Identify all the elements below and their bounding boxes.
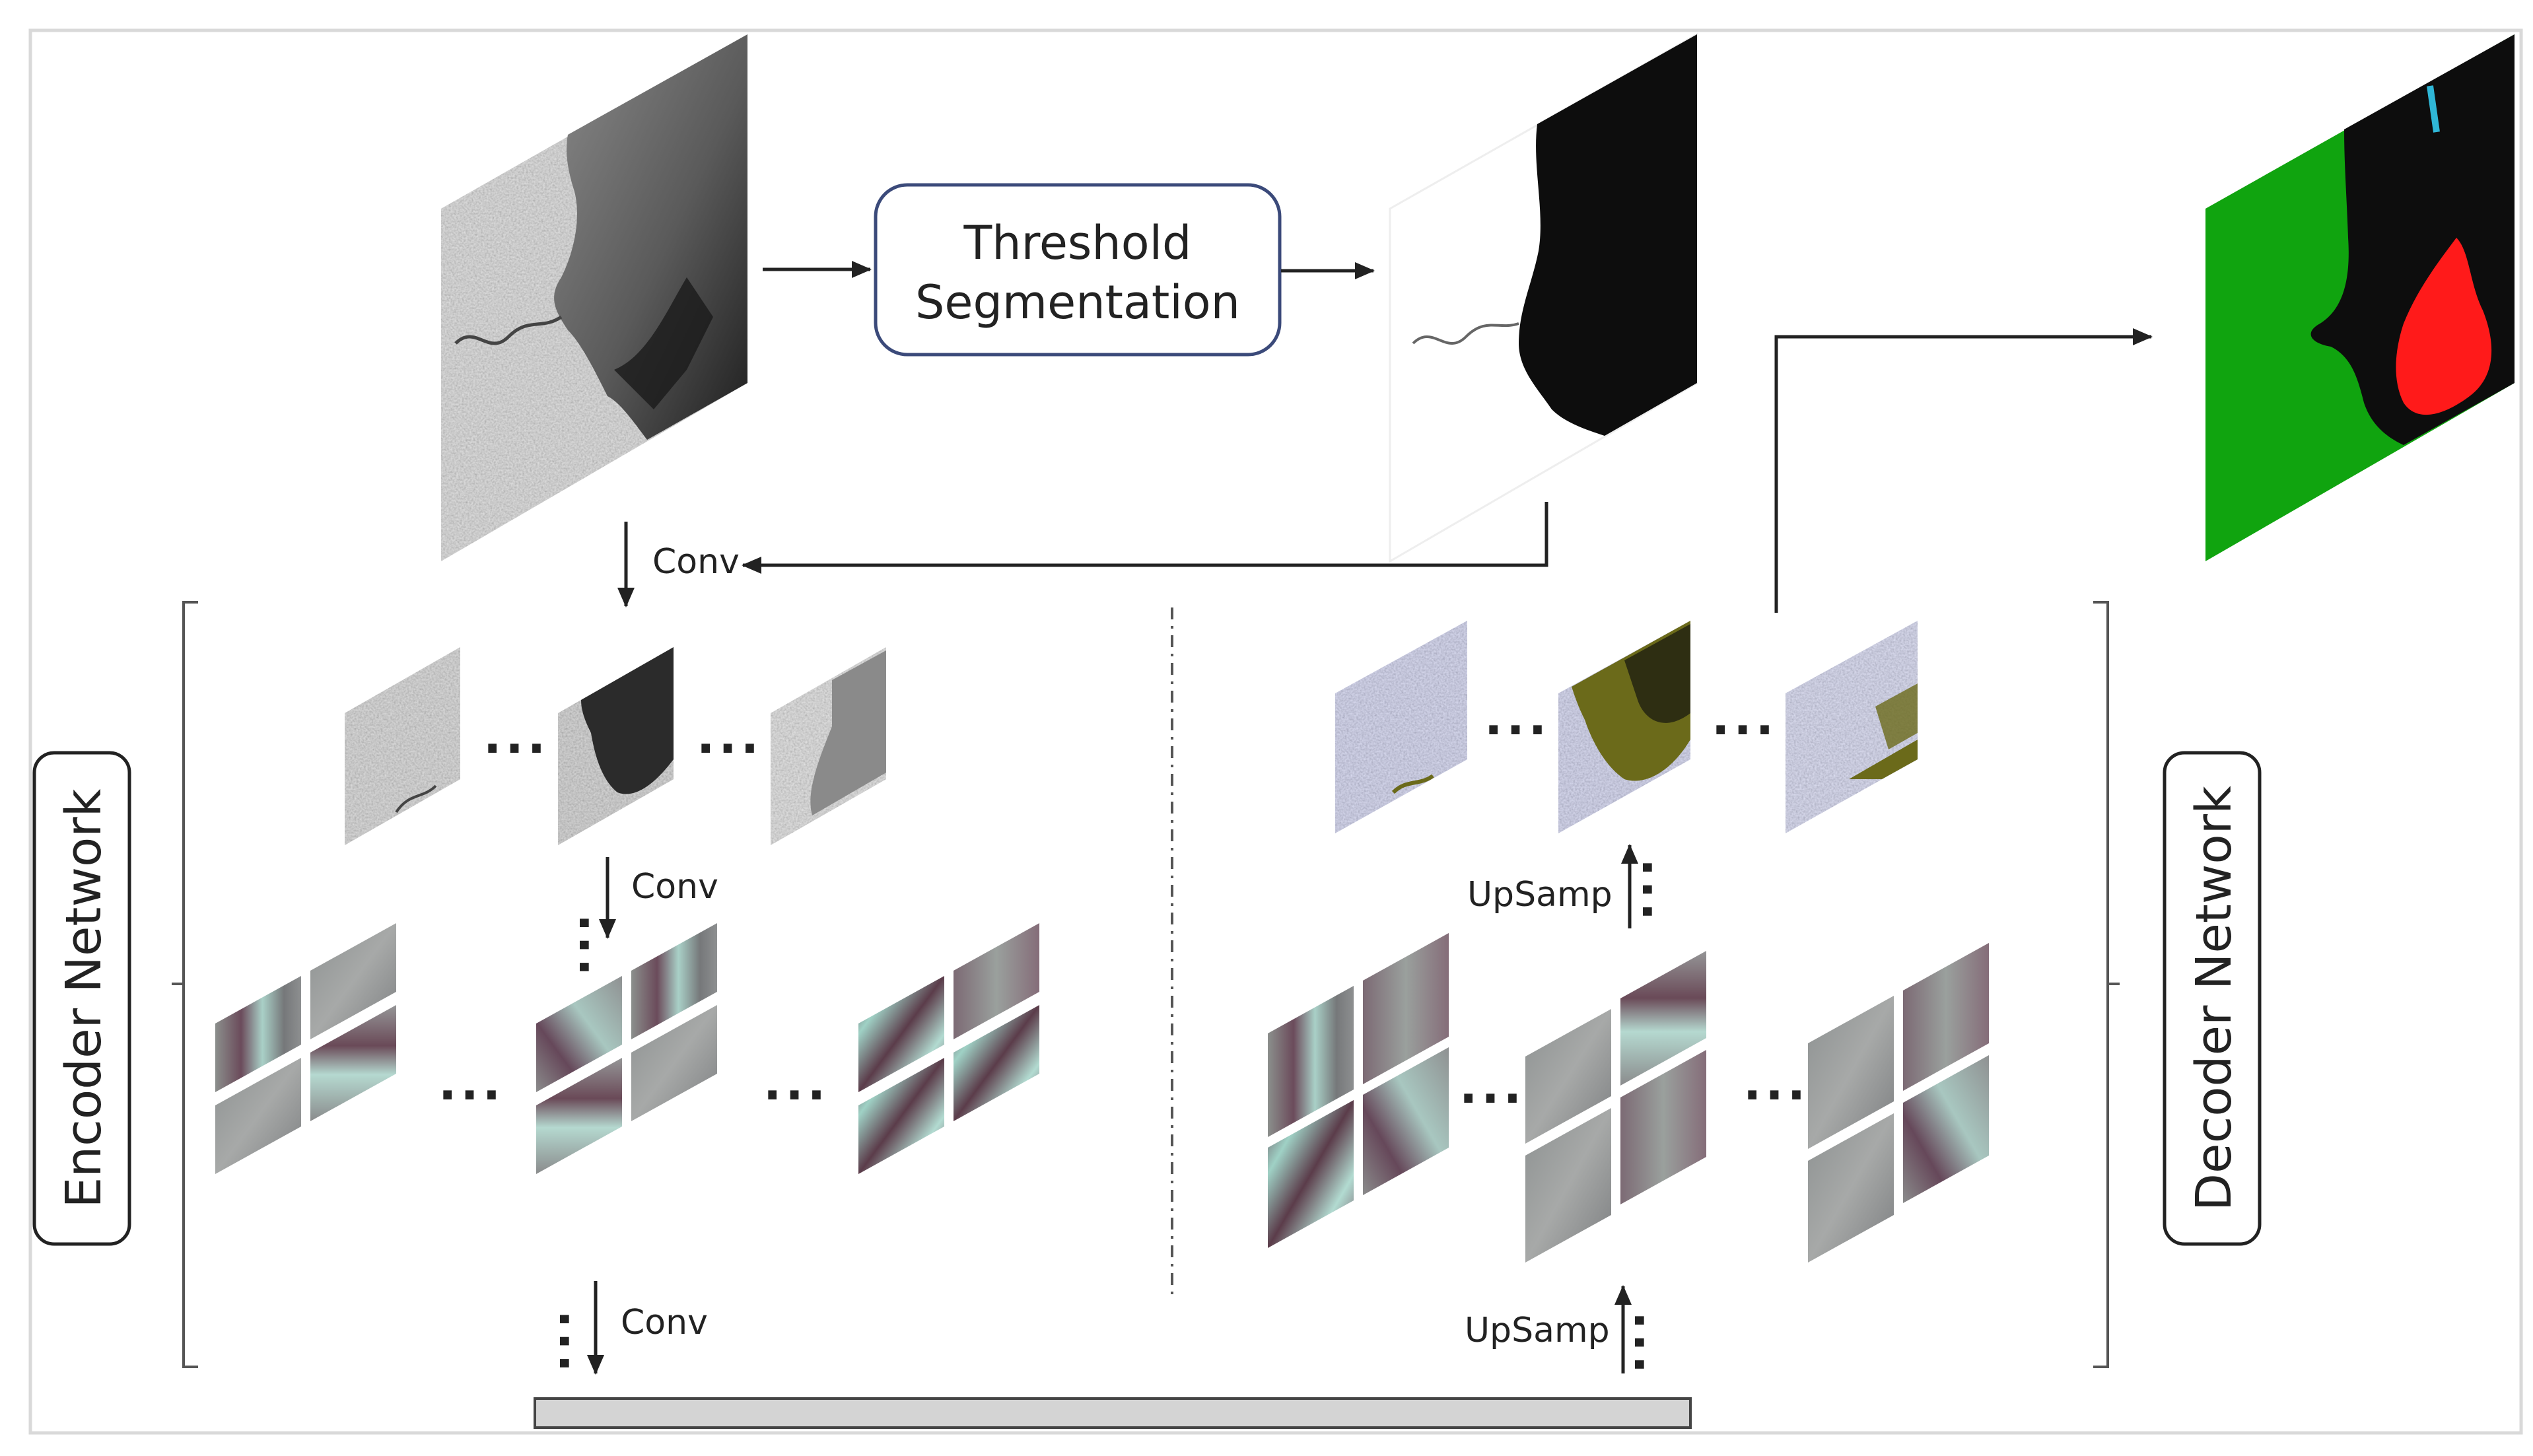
encoder-network-label: Encoder Network	[32, 751, 131, 1246]
outer-frame	[28, 28, 2523, 1435]
threshold-label: Threshold	[963, 216, 1192, 270]
encoder-bracket	[172, 601, 198, 1368]
segmentation-result-icon	[2205, 34, 2515, 561]
binary-mask-icon	[1389, 32, 1698, 563]
ellipsis: ...	[438, 1055, 504, 1111]
ellipsis-vertical: ...	[1632, 858, 1687, 924]
decoder-network-text: Decoder Network	[2186, 786, 2242, 1211]
sar-input-image	[441, 34, 747, 561]
upsamp-mid-label: UpSamp	[1467, 875, 1613, 915]
decoder-feature-map	[1558, 621, 1690, 833]
kernel-grid-icon	[1808, 943, 1989, 1263]
decoder-bracket	[2093, 601, 2120, 1368]
encoder-feature-map	[345, 647, 460, 845]
kernel-grid-icon	[215, 923, 396, 1174]
decoder-feature-map	[1786, 621, 1918, 833]
conv-top-label: Conv	[652, 542, 740, 582]
ellipsis: ...	[1712, 690, 1778, 745]
ellipsis: ...	[1484, 690, 1550, 745]
upsamp-bottom-label: UpSamp	[1465, 1311, 1610, 1350]
ellipsis: ...	[763, 1055, 829, 1111]
kernel-grid-icon	[1268, 933, 1449, 1248]
ellipsis: ...	[1459, 1058, 1525, 1114]
threshold-segmentation-box: Threshold Segmentation	[874, 183, 1282, 357]
kernel-grid-icon	[1525, 951, 1706, 1263]
conv-bottom-label: Conv	[621, 1303, 708, 1342]
ellipsis-vertical: ...	[1624, 1311, 1679, 1377]
kernel-grid-icon	[536, 923, 717, 1174]
ellipsis: ...	[1743, 1055, 1809, 1111]
ellipsis: ...	[697, 709, 763, 764]
encoder-feature-map	[558, 647, 674, 845]
encoder-network-text: Encoder Network	[55, 788, 112, 1208]
ellipsis: ...	[483, 709, 549, 764]
arrow-mask-to-conv	[742, 502, 1548, 574]
decoder-feature-map	[1335, 621, 1467, 833]
ellipsis-vertical: ...	[569, 914, 624, 980]
encoder-feature-map	[771, 647, 886, 845]
kernel-grid-icon	[858, 923, 1039, 1174]
bottleneck-bar	[534, 1397, 1692, 1429]
arrow-to-result	[1774, 328, 2153, 613]
decoder-network-label: Decoder Network	[2163, 751, 2262, 1246]
conv-mid-label: Conv	[631, 867, 718, 907]
segmentation-label: Segmentation	[915, 275, 1240, 329]
